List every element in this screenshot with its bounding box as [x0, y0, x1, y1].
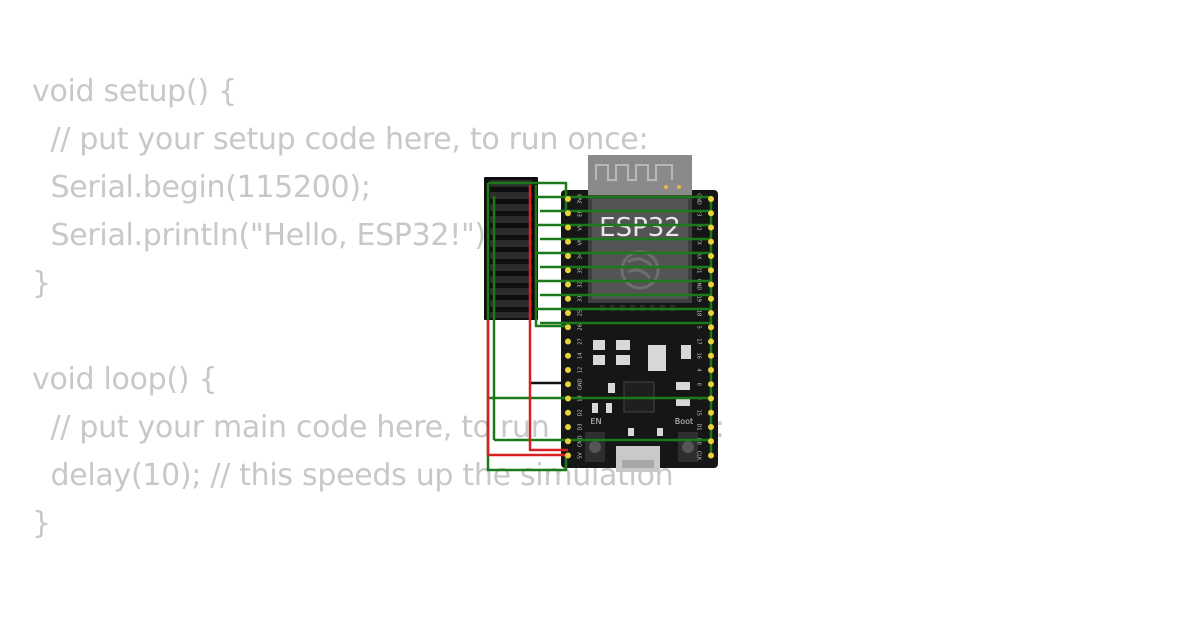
pin-right[interactable] — [708, 381, 714, 388]
pin-left[interactable] — [565, 452, 571, 459]
pin-label: D2 — [578, 409, 584, 416]
pin-label: D1 — [696, 423, 702, 430]
pin-label: 26 — [578, 324, 584, 330]
pin-right[interactable] — [708, 267, 714, 274]
wire[interactable] — [528, 185, 568, 452]
pin-label: EN — [578, 210, 584, 217]
pin-label: 15 — [696, 410, 702, 416]
pin-label: 34 — [578, 253, 584, 259]
wire[interactable] — [534, 185, 568, 328]
pin-left[interactable] — [565, 424, 571, 430]
pin-left[interactable] — [565, 196, 571, 202]
pin-label: VN — [578, 238, 584, 245]
pin-label: 32 — [578, 281, 584, 287]
esp32-board[interactable]: ESP32 — [561, 155, 718, 472]
pin-left[interactable] — [565, 267, 571, 274]
pin-label: 35 — [578, 267, 584, 273]
pin-label: CLK — [696, 451, 702, 461]
boot-label: Boot — [675, 417, 693, 426]
pin-label: 0 — [696, 383, 702, 386]
pin-left[interactable] — [565, 310, 571, 316]
pin-left[interactable] — [565, 281, 571, 288]
pin-left[interactable] — [565, 409, 571, 416]
pin-label: 22 — [696, 224, 702, 230]
pin-left[interactable] — [565, 395, 571, 402]
pin-label: 14 — [578, 353, 584, 359]
code-line: // put your setup code here, to run once… — [32, 122, 649, 157]
code-line: void loop() { — [32, 362, 218, 397]
pin-label: 27 — [578, 338, 584, 344]
wire[interactable] — [486, 320, 566, 457]
pin-right[interactable] — [708, 295, 714, 302]
pin-label: 3V3 — [578, 194, 584, 204]
pin-left[interactable] — [565, 438, 571, 445]
pin-left[interactable] — [565, 338, 571, 345]
pin-left[interactable] — [565, 324, 571, 331]
pin-label: D3 — [578, 423, 584, 430]
pin-left[interactable] — [565, 238, 571, 245]
code-line: void setup() { — [32, 74, 237, 109]
pin-label: 23 — [696, 210, 702, 216]
code-line: } — [32, 506, 51, 541]
pin-label: RX — [696, 253, 702, 260]
pin-label: 17 — [696, 338, 702, 344]
pin-label: GND — [696, 279, 702, 291]
pin-left[interactable] — [565, 367, 571, 373]
pin-label: 25 — [578, 310, 584, 316]
pin-left[interactable] — [565, 224, 571, 231]
pin-right[interactable] — [708, 424, 714, 430]
pin-right[interactable] — [708, 224, 714, 231]
code-line: Serial.begin(115200); — [32, 170, 371, 205]
pin-label: 5 — [696, 326, 702, 329]
pin-left[interactable] — [565, 381, 571, 388]
pin-right[interactable] — [708, 395, 714, 402]
pin-left[interactable] — [565, 295, 571, 302]
pin-left[interactable] — [565, 253, 571, 259]
pin-right[interactable] — [708, 253, 714, 259]
antenna-icon — [588, 155, 692, 195]
pin-right[interactable] — [708, 367, 714, 373]
pin-right[interactable] — [708, 438, 714, 445]
pin-right[interactable] — [708, 409, 714, 416]
pin-right[interactable] — [708, 196, 714, 202]
pin-right[interactable] — [708, 281, 714, 288]
pin-label: 16 — [696, 353, 702, 359]
pin-left[interactable] — [565, 352, 571, 359]
pin-label: GND — [696, 193, 702, 205]
pin-label: GND — [578, 378, 584, 390]
micro-usb-port — [616, 446, 660, 472]
pin-label: 33 — [578, 296, 584, 302]
pin-label: 4 — [696, 368, 702, 371]
code-line: Serial.println("Hello, ESP32!"); — [32, 218, 496, 253]
pin-right[interactable] — [708, 210, 714, 217]
pin-right[interactable] — [708, 324, 714, 331]
en-label: EN — [590, 417, 601, 426]
pin-label: 19 — [696, 296, 702, 302]
pin-label: TX — [696, 238, 702, 246]
pin-label: 21 — [696, 267, 702, 273]
pin-right[interactable] — [708, 338, 714, 345]
pin-label: 12 — [578, 367, 584, 373]
pin-right[interactable] — [708, 452, 714, 459]
pin-label: VP — [578, 224, 584, 230]
pin-right[interactable] — [708, 238, 714, 245]
pin-right[interactable] — [708, 352, 714, 359]
pin-label: 5V — [578, 452, 584, 459]
pin-left[interactable] — [565, 210, 571, 217]
wire[interactable] — [488, 181, 568, 199]
pin-label: 18 — [696, 310, 702, 316]
pin-right[interactable] — [708, 310, 714, 316]
code-line: } — [32, 266, 51, 301]
